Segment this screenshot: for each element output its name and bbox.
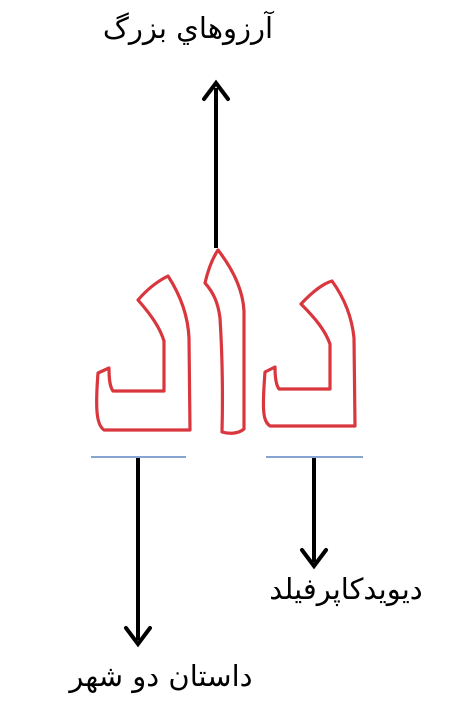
glyph-alef	[203, 248, 246, 435]
word-outline	[95, 248, 357, 435]
label-top: آرزوهاي بزرگ	[102, 11, 274, 45]
arrow-down-left	[124, 458, 152, 648]
glyph-dal-right	[261, 279, 357, 428]
label-bottom: داستان دو شهر	[69, 659, 253, 693]
arrow-down-right	[300, 458, 328, 570]
glyph-dal-left	[95, 274, 192, 432]
label-right: ديويدكاپرفيلد	[269, 572, 423, 606]
arrow-up	[202, 79, 230, 248]
